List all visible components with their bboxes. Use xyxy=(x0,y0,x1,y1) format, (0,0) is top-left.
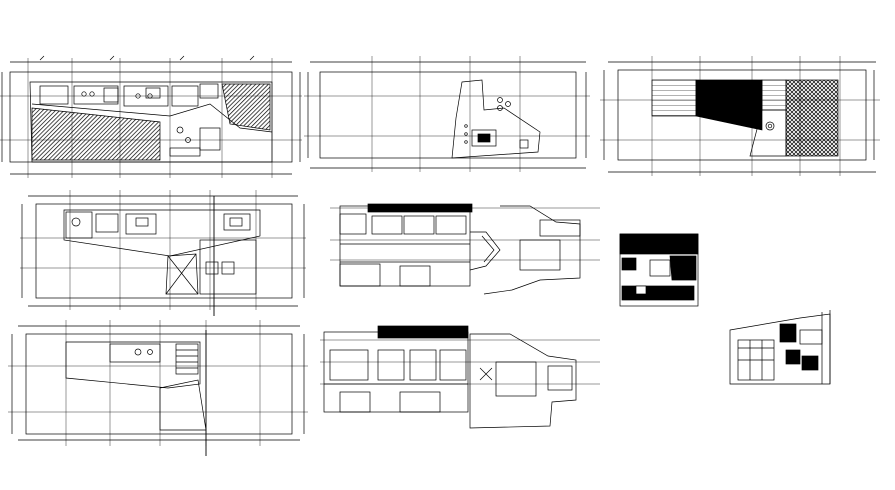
plan-basement xyxy=(600,56,880,176)
detail-small-elevation xyxy=(619,233,699,307)
plan-lower-floor xyxy=(8,320,308,456)
elevation-side xyxy=(729,310,831,385)
plan-ground-floor xyxy=(0,55,302,178)
section-b xyxy=(320,325,600,429)
plan-upper-floor xyxy=(20,190,306,316)
plan-roof xyxy=(304,56,590,172)
section-a xyxy=(330,203,600,295)
